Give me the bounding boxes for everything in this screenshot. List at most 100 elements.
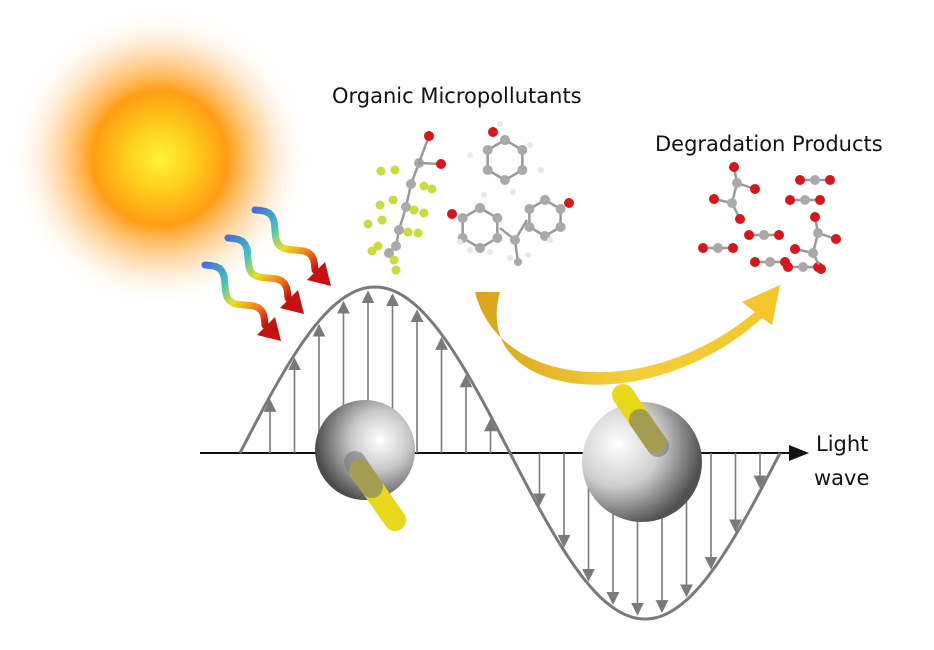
atom bbox=[524, 222, 535, 232]
atom bbox=[524, 204, 535, 214]
atom bbox=[538, 167, 544, 173]
atom bbox=[500, 175, 510, 185]
atom bbox=[800, 195, 810, 205]
atom bbox=[709, 194, 719, 204]
atom bbox=[816, 264, 826, 274]
light-ray-arrowhead bbox=[307, 262, 331, 286]
atom bbox=[436, 159, 446, 169]
atom bbox=[373, 241, 383, 251]
atom bbox=[394, 225, 404, 235]
light-ray-arrowhead bbox=[280, 290, 304, 314]
atom bbox=[447, 209, 457, 219]
atom bbox=[750, 257, 760, 267]
nanoparticle-right bbox=[582, 384, 702, 522]
atom bbox=[735, 214, 745, 224]
atom bbox=[391, 265, 401, 275]
atom bbox=[728, 243, 738, 253]
atom bbox=[457, 239, 463, 245]
atom bbox=[409, 205, 419, 215]
atom bbox=[492, 233, 503, 243]
atom bbox=[375, 200, 385, 210]
atom bbox=[790, 244, 800, 254]
atom bbox=[517, 165, 528, 175]
atom bbox=[384, 248, 394, 258]
light-wave-label-line2: wave bbox=[814, 466, 870, 490]
atom bbox=[424, 131, 434, 141]
atom bbox=[527, 142, 533, 148]
atom bbox=[467, 152, 473, 158]
atom bbox=[783, 262, 793, 272]
atom bbox=[540, 195, 550, 205]
atom bbox=[377, 215, 387, 225]
atom bbox=[363, 219, 373, 229]
light-ray-wave bbox=[224, 234, 292, 302]
atom bbox=[825, 175, 835, 185]
light-wave-label-line1: Light bbox=[816, 432, 869, 456]
atom bbox=[388, 195, 398, 205]
atom bbox=[507, 255, 513, 261]
light-ray-arrowhead bbox=[257, 317, 281, 341]
atom bbox=[510, 189, 516, 195]
atom bbox=[488, 127, 498, 137]
atom bbox=[813, 228, 823, 238]
atom bbox=[403, 227, 413, 237]
atom bbox=[525, 252, 531, 258]
nanoparticle-left bbox=[315, 400, 415, 531]
atom bbox=[765, 257, 775, 267]
atom bbox=[487, 249, 493, 255]
atom bbox=[481, 192, 487, 198]
atom bbox=[419, 181, 429, 191]
atom bbox=[774, 230, 784, 240]
degradation-arrow bbox=[475, 285, 780, 385]
atom bbox=[555, 204, 566, 214]
sun-icon bbox=[10, 8, 310, 308]
atom bbox=[401, 202, 411, 212]
atom bbox=[389, 255, 399, 265]
organic-micropollutants-label: Organic Micropollutants bbox=[332, 84, 582, 108]
atom bbox=[713, 243, 723, 253]
atom bbox=[390, 165, 400, 175]
atom bbox=[831, 234, 841, 244]
atom bbox=[419, 208, 429, 218]
atom bbox=[808, 248, 818, 258]
atom bbox=[698, 243, 708, 253]
light-rays bbox=[201, 206, 331, 341]
atom bbox=[413, 228, 423, 238]
molecules bbox=[363, 121, 841, 275]
atom bbox=[475, 243, 485, 253]
atom bbox=[391, 241, 401, 251]
atom bbox=[547, 237, 553, 243]
atom bbox=[729, 162, 739, 172]
atom bbox=[510, 235, 520, 245]
atom bbox=[785, 195, 795, 205]
atom bbox=[376, 166, 386, 176]
atom bbox=[406, 179, 416, 189]
light-wave-curve bbox=[238, 285, 782, 621]
light-ray-wave bbox=[251, 206, 319, 274]
atom bbox=[795, 175, 805, 185]
atom bbox=[750, 184, 760, 194]
light-ray-wave bbox=[201, 261, 269, 329]
atom bbox=[482, 165, 493, 175]
atom bbox=[457, 213, 468, 223]
atom bbox=[798, 262, 808, 272]
atom bbox=[482, 145, 493, 155]
atom bbox=[500, 135, 510, 145]
atom bbox=[564, 198, 574, 208]
atom bbox=[815, 195, 825, 205]
atom bbox=[514, 258, 522, 266]
atom bbox=[517, 145, 528, 155]
atom bbox=[732, 178, 742, 188]
atom bbox=[475, 203, 485, 213]
atom bbox=[492, 213, 503, 223]
degradation-products-label: Degradation Products bbox=[655, 132, 883, 156]
atom bbox=[744, 230, 754, 240]
atom bbox=[727, 198, 737, 208]
atom bbox=[810, 175, 820, 185]
atom bbox=[427, 184, 437, 194]
atom bbox=[810, 212, 820, 222]
atom bbox=[497, 121, 503, 127]
atom bbox=[759, 230, 769, 240]
